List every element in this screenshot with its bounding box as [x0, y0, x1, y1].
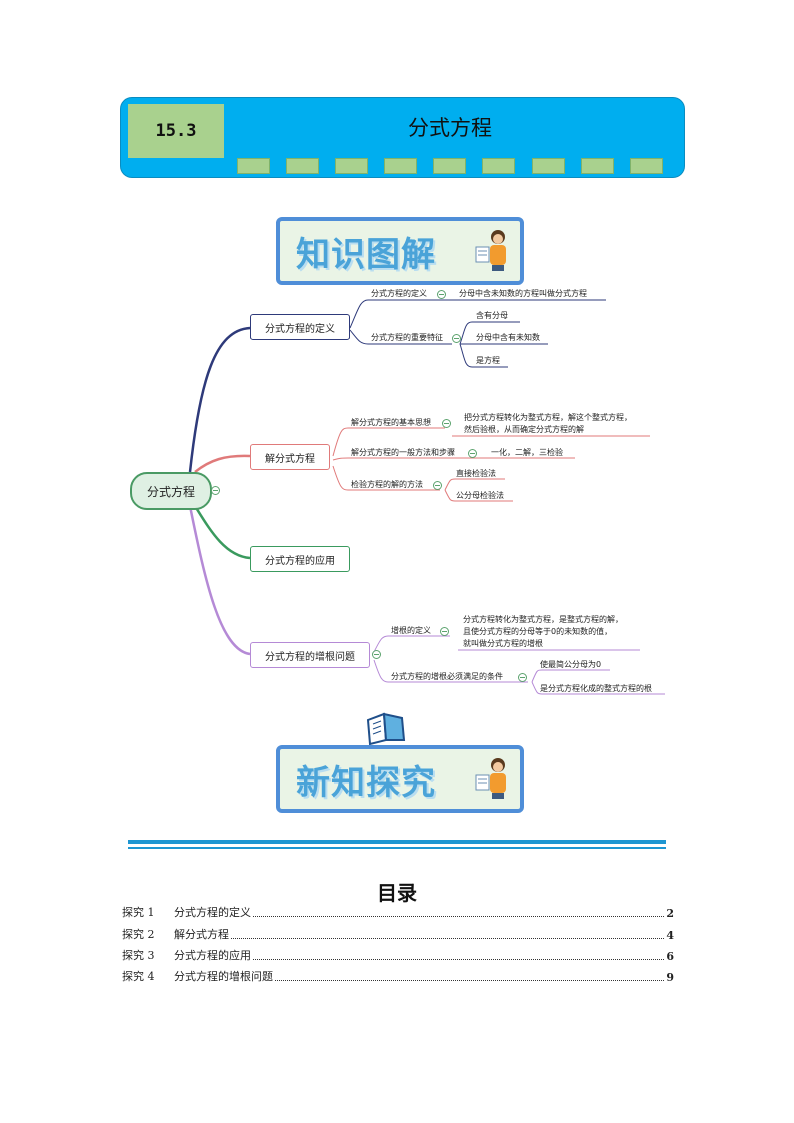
- toc-item-text: 解分式方程: [174, 928, 229, 941]
- node-extraneous-definition: 增根的定义: [391, 626, 431, 635]
- leaf-feature: 是方程: [476, 356, 500, 365]
- toc-item-number: 探究 3: [122, 949, 155, 962]
- teacher-icon: [475, 230, 506, 271]
- leaf-check-method: 直接检验法: [456, 469, 496, 478]
- branch-solving: 解分式方程: [250, 444, 330, 470]
- toc-item-page: 4: [666, 929, 674, 942]
- collapse-icon[interactable]: [518, 673, 527, 682]
- leaf-extraneous-line3: 就叫做分式方程的增根: [463, 639, 543, 648]
- toc-item-page: 6: [666, 950, 674, 963]
- leaf-basic-idea-line1: 把分式方程转化为整式方程，解这个整式方程，: [464, 413, 632, 422]
- leaf-definition-text: 分母中含未知数的方程叫做分式方程: [459, 289, 587, 298]
- header-tab-box: [286, 158, 319, 174]
- page-title: 分式方程: [408, 116, 492, 140]
- header-tab-box: [532, 158, 565, 174]
- header-tab-box: [482, 158, 515, 174]
- teacher-icon: [475, 758, 506, 799]
- leaf-basic-idea-line2: 然后验根，从而确定分式方程的解: [464, 425, 584, 434]
- collapse-icon[interactable]: [440, 627, 449, 636]
- section-number: 15.3: [128, 104, 224, 158]
- leaf-method-steps: 一化，二解，三检验: [491, 448, 563, 457]
- collapse-icon[interactable]: [211, 486, 220, 495]
- collapse-icon[interactable]: [442, 419, 451, 428]
- toc-leader: [253, 916, 665, 917]
- leaf-check-method: 公分母检验法: [456, 491, 504, 500]
- leaf-feature: 分母中含有未知数: [476, 333, 540, 342]
- branch-extraneous-root: 分式方程的增根问题: [250, 642, 370, 668]
- toc-item-page: 9: [666, 971, 674, 984]
- toc-item[interactable]: 探究 1 分式方程的定义 2: [122, 904, 674, 920]
- node-method-steps: 解分式方程的一般方法和步骤: [351, 448, 455, 457]
- node-extraneous-conditions: 分式方程的增根必须满足的条件: [391, 672, 503, 681]
- leaf-extraneous-line2: 且使分式方程的分母等于0的未知数的值，: [463, 627, 613, 636]
- toc-item-number: 探究 4: [122, 970, 155, 983]
- node-definition: 分式方程的定义: [371, 289, 427, 298]
- leaf-extraneous-line1: 分式方程转化为整式方程，是整式方程的解，: [463, 615, 623, 624]
- collapse-icon[interactable]: [437, 290, 446, 299]
- header-tab-box: [384, 158, 417, 174]
- header-tab-box: [630, 158, 663, 174]
- node-features: 分式方程的重要特征: [371, 333, 443, 342]
- toc-item[interactable]: 探究 4 分式方程的增根问题 9: [122, 968, 674, 984]
- divider-thin: [128, 847, 666, 849]
- explore-banner: 新知探究: [276, 745, 524, 813]
- leaf-condition: 是分式方程化成的整式方程的根: [540, 684, 652, 693]
- mindmap-root: 分式方程: [130, 472, 212, 510]
- toc-leader: [275, 980, 665, 981]
- toc-item-page: 2: [666, 907, 674, 920]
- branch-definition: 分式方程的定义: [250, 314, 350, 340]
- header-tab-box: [335, 158, 368, 174]
- toc-leader: [231, 938, 665, 939]
- leaf-feature: 含有分母: [476, 311, 508, 320]
- toc-item[interactable]: 探究 2 解分式方程 4: [122, 926, 674, 942]
- toc-leader: [253, 959, 665, 960]
- branch-application: 分式方程的应用: [250, 546, 350, 572]
- leaf-condition: 使最简公分母为0: [540, 660, 602, 669]
- knowledge-banner-text: 知识图解: [296, 235, 436, 275]
- collapse-icon[interactable]: [452, 334, 461, 343]
- header-tab-box: [581, 158, 614, 174]
- collapse-icon[interactable]: [372, 650, 381, 659]
- toc-item-text: 分式方程的应用: [174, 949, 251, 962]
- toc-item-text: 分式方程的定义: [174, 906, 251, 919]
- toc-item[interactable]: 探究 3 分式方程的应用 6: [122, 947, 674, 963]
- header-tab-box: [237, 158, 270, 174]
- collapse-icon[interactable]: [468, 449, 477, 458]
- knowledge-banner: 知识图解: [276, 217, 524, 285]
- node-basic-idea: 解分式方程的基本思想: [351, 418, 431, 427]
- toc-item-number: 探究 1: [122, 906, 155, 919]
- book-icon: [366, 712, 406, 746]
- header-tab-box: [433, 158, 466, 174]
- collapse-icon[interactable]: [433, 481, 442, 490]
- divider-thick: [128, 840, 666, 844]
- toc-item-text: 分式方程的增根问题: [174, 970, 273, 983]
- toc-title: 目录: [377, 881, 417, 905]
- node-check-methods: 检验方程的解的方法: [351, 480, 423, 489]
- explore-banner-text: 新知探究: [296, 763, 436, 803]
- toc-item-number: 探究 2: [122, 928, 155, 941]
